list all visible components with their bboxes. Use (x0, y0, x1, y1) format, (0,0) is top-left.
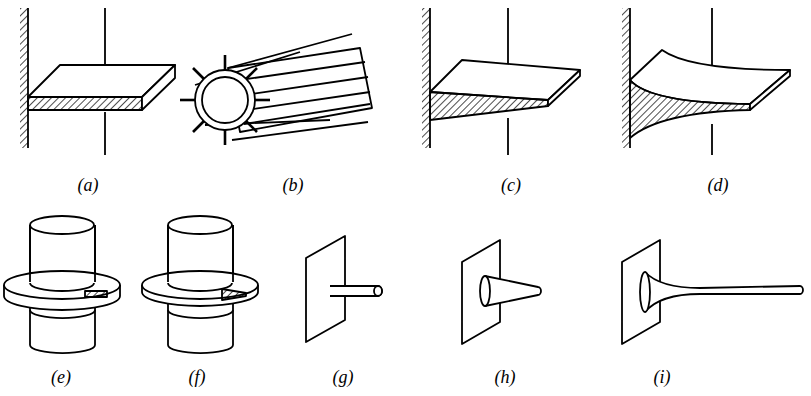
figure-label: (d) (708, 176, 729, 194)
rectangular-fin (20, 8, 175, 155)
pin-fin (306, 236, 382, 342)
figure-label: (f) (189, 368, 206, 386)
figure-label: (c) (501, 176, 521, 194)
conical-spine (462, 240, 541, 344)
concave-spine (622, 240, 803, 344)
trapezoidal-fin (422, 8, 580, 155)
finned-tube (180, 34, 372, 145)
annular-fin (4, 216, 120, 353)
concave-parabolic-fin (622, 8, 790, 155)
figure-label: (e) (51, 368, 71, 386)
tapered-annular-fin (142, 216, 258, 353)
figure-label: (a) (78, 176, 99, 194)
figure-label: (h) (495, 368, 516, 386)
figure-label: (b) (283, 176, 304, 194)
figure-label: (i) (654, 368, 671, 386)
figure-label: (g) (333, 368, 354, 386)
